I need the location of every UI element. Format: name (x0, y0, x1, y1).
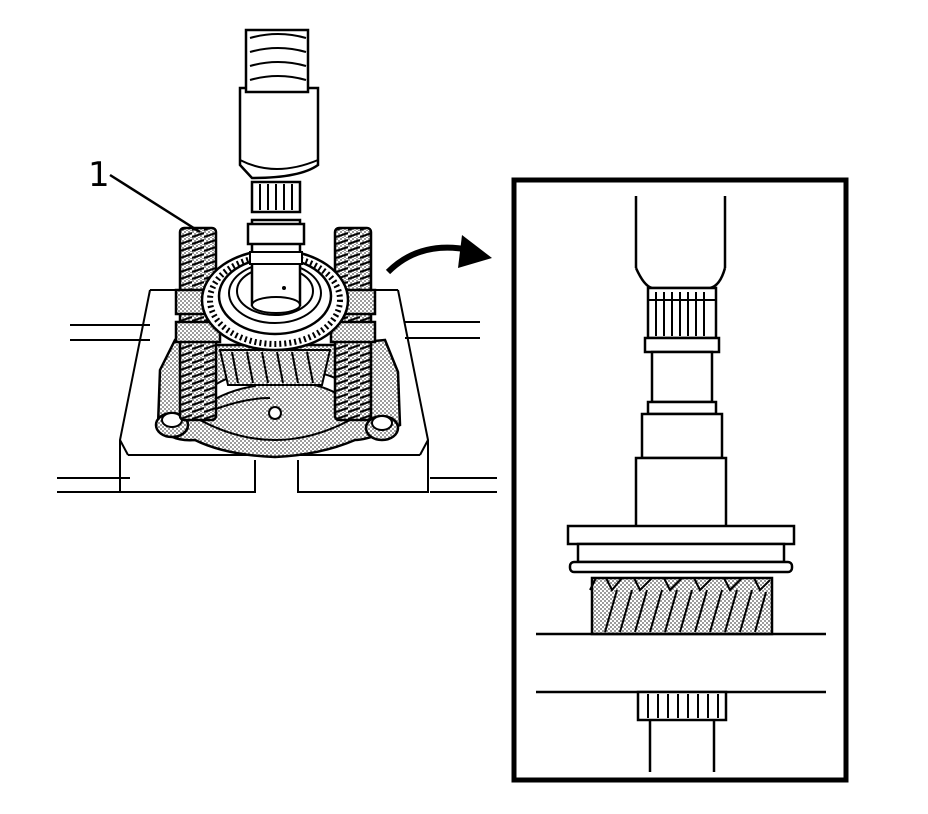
detail-lower-splines (638, 692, 726, 772)
press-ram-upper (246, 30, 308, 92)
detail-arrow (388, 248, 470, 272)
detail-shaft-splines (648, 288, 716, 338)
detail-shaft-journal (652, 352, 712, 402)
callout-1-leader (110, 175, 200, 232)
detail-bearing (568, 526, 794, 544)
detail-view (568, 196, 794, 634)
separator-bolt-right (366, 416, 398, 440)
callout-1-label: 1 (88, 155, 110, 195)
press-ram (240, 88, 318, 178)
